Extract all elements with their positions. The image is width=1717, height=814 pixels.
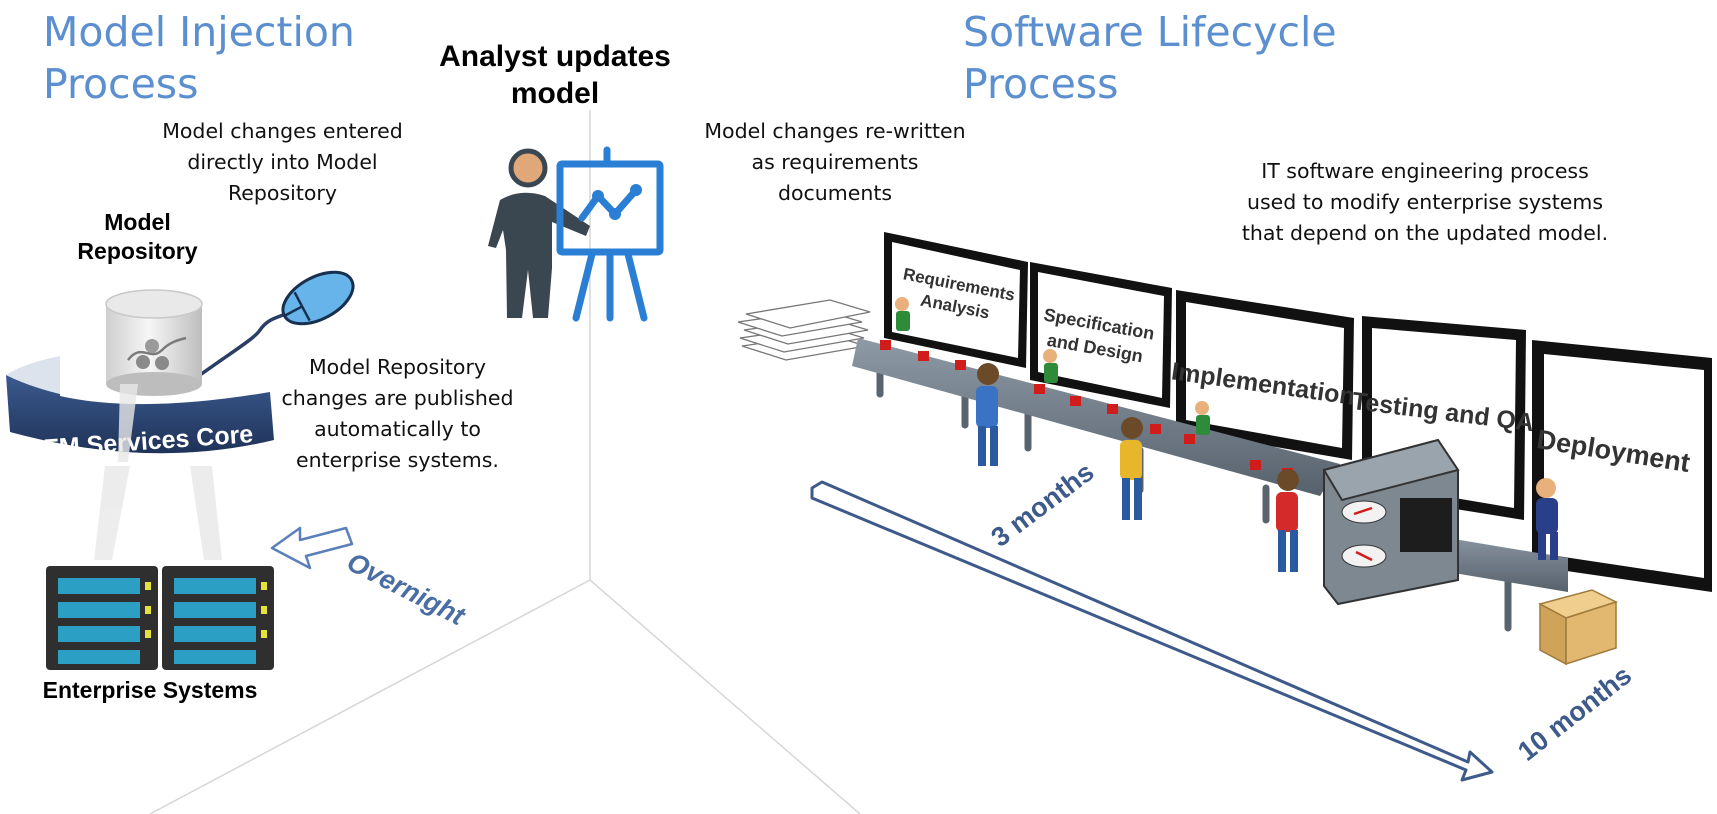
enterprise-systems-label: Enterprise Systems <box>42 677 258 703</box>
it-process-note-line3: that depend on the updated model. <box>1241 221 1609 245</box>
worker-implementation <box>1195 401 1210 435</box>
mouse-icon <box>198 270 355 377</box>
repo-entry-note-line3: Repository <box>227 181 337 205</box>
publish-note-line3: automatically to <box>314 417 481 441</box>
publish-note-line2: changes are published <box>281 386 514 410</box>
stage-board-specification: Specification and Design <box>1030 262 1172 408</box>
worker-specification <box>1043 349 1058 383</box>
publish-note-line4: enterprise systems. <box>296 448 499 472</box>
model-repository-label-line1: Model <box>104 209 171 235</box>
repo-entry-note-line1: Model changes entered <box>162 119 403 143</box>
duration-short-label: 3 months <box>986 457 1100 553</box>
worker-figures <box>895 297 1558 572</box>
stage-board-deployment: Deployment <box>1532 340 1712 592</box>
testing-machine-icon <box>1322 438 1460 606</box>
analyst-presenter-icon <box>488 146 664 322</box>
model-repository-label-line2: Repository <box>77 238 198 264</box>
it-process-note: IT software engineering process used to … <box>1225 156 1625 249</box>
software-lifecycle-title-line2: Process <box>963 60 1119 108</box>
model-repository-icon <box>105 289 203 396</box>
it-process-note-line2: used to modify enterprise systems <box>1246 190 1604 214</box>
worker-3 <box>1276 469 1299 572</box>
rewrite-note-line3: documents <box>777 181 893 205</box>
analyst-label-line2: model <box>510 77 600 110</box>
worker-1 <box>976 363 999 466</box>
paper-stack-icon <box>737 299 871 361</box>
overnight-label: Overnight <box>342 547 470 632</box>
model-injection-title-line1: Model Injection <box>43 8 355 56</box>
room-corner-lines <box>149 110 861 814</box>
repo-entry-note: Model changes entered directly into Mode… <box>150 116 415 209</box>
rewrite-note: Model changes re-written as requirements… <box>685 116 985 209</box>
model-injection-title: Model Injection Process <box>43 6 355 110</box>
rewrite-note-line1: Model changes re-written <box>704 119 966 143</box>
duration-long-label: 10 months <box>1512 660 1637 767</box>
enterprise-servers-icon <box>46 566 274 670</box>
software-lifecycle-title: Software Lifecycle Process <box>963 6 1337 110</box>
analyst-label-line1: Analyst updates <box>439 40 671 73</box>
stage-board-requirements: Requirements Analysis <box>884 232 1028 368</box>
software-lifecycle-title-line1: Software Lifecycle <box>963 8 1337 56</box>
rewrite-note-line2: as requirements <box>751 150 919 174</box>
repo-entry-note-line2: directly into Model <box>187 150 378 174</box>
worker-requirements <box>895 297 910 331</box>
publish-note: Model Repository changes are published a… <box>275 352 520 476</box>
model-repository-label: Model Repository <box>50 208 225 266</box>
analyst-label: Analyst updates model <box>420 38 690 112</box>
worker-deployment <box>1536 478 1558 560</box>
publish-note-line1: Model Repository <box>308 355 487 379</box>
worker-2 <box>1120 417 1143 520</box>
stage-board-implementation: Implementation <box>1170 290 1357 460</box>
cardboard-box-icon <box>1537 589 1618 666</box>
overnight-arrow-icon: Overnight <box>270 526 470 632</box>
light-beams <box>94 384 222 560</box>
it-process-note-line1: IT software engineering process <box>1261 159 1589 183</box>
model-injection-title-line2: Process <box>43 60 199 108</box>
